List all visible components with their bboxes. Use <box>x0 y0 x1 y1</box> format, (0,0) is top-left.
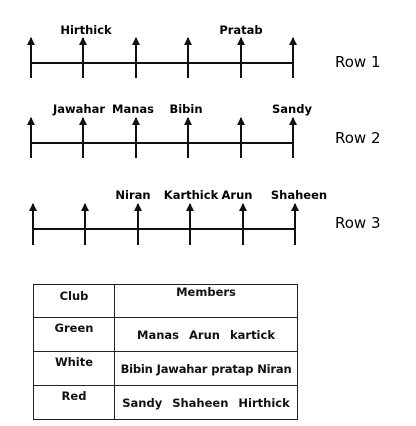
seating-diagram: Hirthick Pratab Row 1 Jawahar Manas Bibi… <box>27 23 381 245</box>
club-members: Manas Arun kartick <box>114 317 298 352</box>
club-name: Green <box>33 317 115 352</box>
member: Niran <box>257 361 292 376</box>
table-row: Red Sandy Shaheen Hirthick <box>33 385 298 420</box>
table-row: Green Manas Arun kartick <box>33 317 298 352</box>
club-members-table: Club Members Green Manas Arun kartick Whit… <box>33 284 298 420</box>
member: Hirthick <box>238 395 290 410</box>
row-3-arrows <box>29 203 299 245</box>
row-2-seat-2-name: Manas <box>112 102 154 116</box>
row-1-arrows <box>27 37 297 78</box>
club-name: White <box>33 351 115 386</box>
row-3: Niran Karthick Arun Shaheen Row 3 <box>29 188 381 245</box>
row-3-seat-6-name: Shaheen <box>271 188 327 202</box>
row-2-seat-3-name: Bibin <box>169 102 202 116</box>
row-2-seat-1-name: Jawahar <box>52 102 105 116</box>
row-1-seat-5-name: Pratab <box>219 23 262 37</box>
row-2-label: Row 2 <box>335 129 381 147</box>
row-3-seat-3-name: Niran <box>115 188 150 202</box>
header-members: Members <box>114 284 298 318</box>
club-name: Red <box>33 385 115 420</box>
row-2-seat-6-name: Sandy <box>272 102 312 116</box>
table-header-row: Club Members <box>33 284 298 318</box>
member: Shaheen <box>172 395 229 410</box>
row-1-seat-2-name: Hirthick <box>60 23 112 37</box>
member: Bibin <box>120 361 153 376</box>
member: Arun <box>189 327 220 342</box>
member: kartick <box>229 327 275 342</box>
member: pratap <box>211 361 254 376</box>
row-2-arrows <box>27 117 297 158</box>
row-3-seat-4-name: Karthick <box>164 188 219 202</box>
header-club: Club <box>33 284 115 318</box>
row-1: Hirthick Pratab Row 1 <box>27 23 381 78</box>
row-3-seat-5-name: Arun <box>222 188 253 202</box>
row-2: Jawahar Manas Bibin Sandy Row 2 <box>27 102 381 158</box>
club-members: Sandy Shaheen Hirthick <box>114 385 298 420</box>
member: Jawahar <box>156 361 208 376</box>
row-1-label: Row 1 <box>335 53 381 71</box>
member: Sandy <box>122 395 163 410</box>
row-3-label: Row 3 <box>335 214 381 232</box>
member: Manas <box>137 327 180 342</box>
